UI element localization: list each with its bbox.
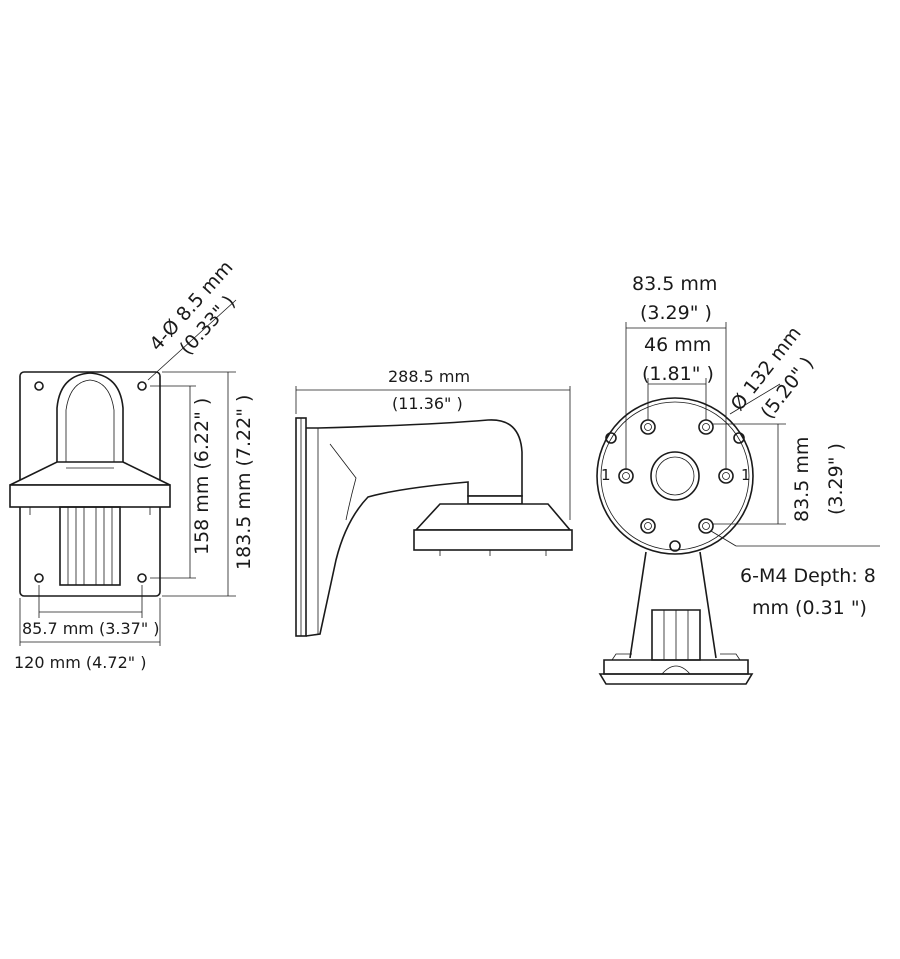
front-stem [59,506,121,586]
front-arm-dome [56,372,124,462]
side-flange [413,529,573,551]
top-vertical-inch-label: (3.29" ) [825,443,847,515]
top-spacing-outer-inch-label: (3.29" ) [640,302,712,324]
top-disc [596,397,754,555]
side-length-mm-label: 288.5 mm [388,367,470,386]
front-height-outer-label: 183.5 mm (7.22" ) [233,395,255,570]
front-mounting-holes [34,381,147,583]
side-collar [467,495,523,505]
side-cone [414,503,572,531]
top-center-hub [650,451,700,501]
top-view: 1 1 83.5 mm (3.29" ) 46 mm (1.81" ) [596,273,880,685]
top-dimension-lines [625,322,880,547]
top-stand [598,551,754,685]
top-hole-mark-left: 1 [601,466,611,484]
top-hole-mark-right: 1 [741,466,751,484]
front-flange [9,484,171,508]
side-length-inch-label: (11.36" ) [392,394,463,413]
front-width-inner-label: 85.7 mm (3.37" ) [22,619,160,638]
front-cone [9,461,171,486]
front-dimension-lines [19,371,236,646]
top-thread-spec-line2: mm (0.31 ") [752,597,867,619]
side-view: 288.5 mm (11.36" ) [295,367,573,637]
front-view: 4-Ø 8.5 mm (0.33" ) 158 mm (6.22" ) 183.… [9,256,255,672]
side-arm-body [305,419,523,637]
front-width-outer-label: 120 mm (4.72" ) [14,653,146,672]
front-height-inner-label: 158 mm (6.22" ) [191,398,213,555]
top-vertical-mm-label: 83.5 mm [791,437,813,522]
top-spacing-inner-mm-label: 46 mm [644,334,711,356]
top-thread-spec-line1: 6-M4 Depth: 8 [740,565,876,587]
top-spacing-inner-inch-label: (1.81" ) [642,363,714,385]
top-edge-bosses [605,432,745,552]
top-spacing-outer-mm-label: 83.5 mm [632,273,717,295]
